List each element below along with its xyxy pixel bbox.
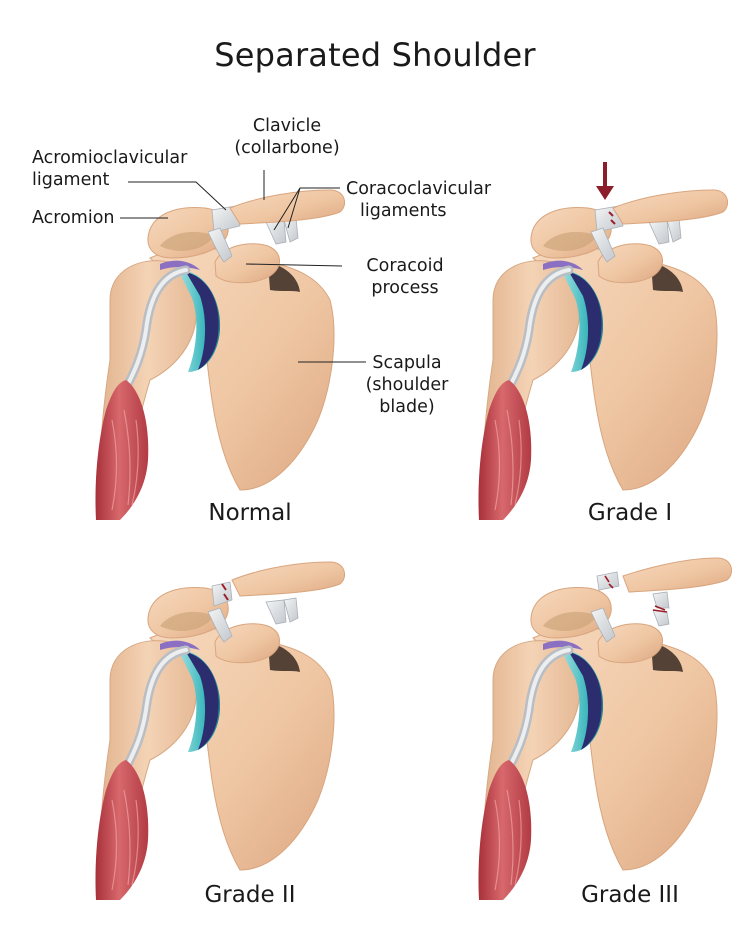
injury-arrow-icon [596, 162, 614, 200]
label-clavicle: Clavicle (collarbone) [222, 115, 352, 159]
caption-grade-2: Grade II [204, 882, 296, 908]
caption-normal: Normal [208, 500, 292, 526]
label-scapula-line2: (shoulder [365, 375, 449, 395]
label-ac-ligament-line1: Acromioclavicular [32, 148, 188, 168]
label-scapula-line1: Scapula [372, 353, 442, 373]
caption-grade-1: Grade I [587, 500, 673, 526]
label-clavicle-line1: Clavicle [252, 116, 322, 136]
label-cc-ligaments: Coracoclavicular ligaments [346, 178, 491, 222]
label-ac-ligament-line2: ligament [32, 170, 110, 190]
panel-normal [95, 170, 366, 520]
label-clavicle-line2: (collarbone) [234, 138, 340, 158]
label-coracoid-line2: process [371, 278, 439, 298]
panel-grade-2 [95, 561, 346, 900]
label-coracoid: Coracoid process [350, 255, 460, 299]
leader-lines [120, 170, 366, 363]
label-scapula-line3: blade) [379, 397, 435, 417]
panel-grade-1 [478, 162, 729, 520]
page-title: Separated Shoulder [214, 36, 536, 74]
label-coracoid-line1: Coracoid [366, 256, 444, 276]
label-cc-ligaments-line1: Coracoclavicular [346, 179, 492, 199]
panel-grade-3 [478, 557, 733, 900]
label-ac-ligament: Acromioclavicular ligament [32, 147, 187, 191]
label-scapula: Scapula (shoulder blade) [352, 352, 462, 418]
label-acromion: Acromion [32, 208, 115, 228]
label-cc-ligaments-line2: ligaments [360, 201, 447, 221]
caption-grade-3: Grade III [581, 882, 679, 908]
